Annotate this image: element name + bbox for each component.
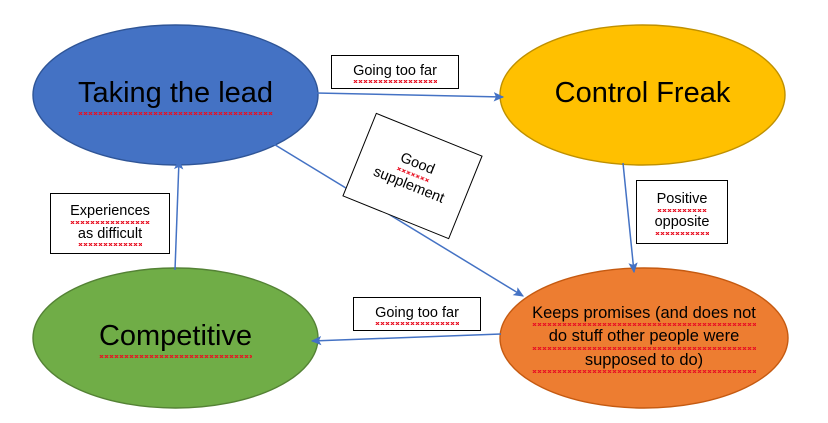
node-label-line: Control Freak [554, 77, 731, 110]
node-competitive[interactable]: Competitive [33, 268, 318, 408]
node-taking-the-lead[interactable]: Taking the lead [33, 25, 318, 165]
edge-label-line: Going too far [353, 60, 437, 84]
edge-keeps-to-competitive[interactable] [310, 333, 502, 346]
edge-label-line: Going too far [375, 302, 459, 326]
node-label-line: do stuff other people were [532, 326, 756, 349]
edge-lead-to-control[interactable] [315, 92, 505, 102]
node-label-line: supposed to do) [532, 349, 756, 373]
edge-label-line: Experiences [70, 200, 150, 224]
node-control-freak[interactable]: Control Freak [500, 25, 785, 165]
edge-competitive-to-lead[interactable] [174, 158, 184, 271]
node-label-control-freak: Control Freak [555, 75, 731, 114]
edge-label-line: Positive [656, 189, 708, 212]
node-label-line: Taking the lead [77, 75, 274, 114]
node-label-line: Competitive [98, 318, 253, 357]
edge-label-line: as difficult [77, 223, 143, 247]
edge-lead-to-keeps[interactable] [271, 142, 525, 297]
node-label-taking-the-lead: Taking the lead [77, 75, 274, 114]
edge-label-line: opposite [654, 212, 710, 235]
edge-control-to-keeps[interactable] [622, 162, 638, 274]
edge-label-going-too-far-top[interactable]: Going too far [331, 55, 459, 89]
edge-label-going-too-far-bottom[interactable]: Going too far [353, 297, 481, 331]
node-label-line: Keeps promises (and does not [532, 303, 756, 326]
node-label-competitive: Competitive [98, 318, 253, 357]
